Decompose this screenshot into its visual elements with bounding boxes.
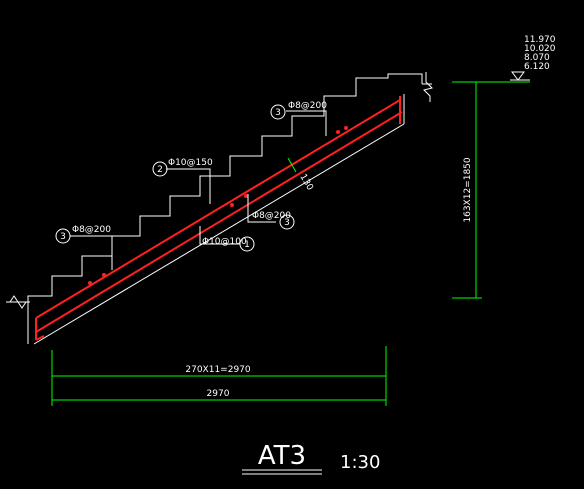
rebar-dot — [230, 203, 234, 207]
break-symbol-top — [423, 72, 433, 102]
callout-circle-2 — [152, 161, 168, 177]
rebar-group — [35, 96, 403, 341]
rebar-dots — [88, 126, 348, 285]
callout-circle-1 — [270, 104, 286, 120]
rebar-dot — [244, 194, 248, 198]
thickness-dim-label: 130 — [297, 173, 314, 193]
callout-circles — [55, 104, 295, 252]
thickness-dim — [287, 157, 297, 173]
rebar-dot — [102, 273, 106, 277]
callout-label: Φ10@100 — [202, 237, 247, 247]
callout-label: Φ8@200 — [72, 225, 111, 235]
vertical-dim-label: 163X12=1850 — [463, 157, 473, 223]
callout-labels: Φ8@200 Φ10@150 Φ8@200 Φ8@200 Φ10@100 — [72, 101, 327, 247]
rebar-dot — [336, 130, 340, 134]
callout-leaders — [70, 110, 327, 270]
stair-step-outline — [27, 73, 423, 302]
elevation-labels: 11.970 10.020 8.070 6.120 — [524, 35, 556, 72]
callout-num: 1 — [244, 240, 250, 250]
rebar-top-bar — [35, 99, 401, 319]
drawing-title: AT3 — [258, 441, 306, 471]
callout-num: 3 — [284, 218, 290, 228]
slab-soffit-line — [33, 123, 405, 345]
elevation-label: 8.070 — [524, 53, 550, 63]
vertical-dim — [452, 81, 530, 299]
callout-circle-3 — [55, 228, 71, 244]
callout-label: Φ8@200 — [252, 211, 291, 221]
horizontal-total-label: 2970 — [207, 389, 230, 399]
elevation-label: 10.020 — [524, 44, 556, 54]
rebar-dot — [344, 126, 348, 130]
elevation-label: 11.970 — [524, 35, 556, 45]
elevation-marker — [510, 71, 530, 81]
drawing-scale: 1:30 — [340, 452, 380, 473]
rebar-dot — [88, 281, 92, 285]
callout-label: Φ8@200 — [288, 101, 327, 111]
callout-num: 3 — [60, 232, 66, 242]
callout-label: Φ10@150 — [168, 158, 213, 168]
callout-num: 2 — [157, 165, 163, 175]
elevation-label: 6.120 — [524, 62, 550, 72]
rebar-bottom-bar — [35, 111, 403, 333]
callout-numbers: 3 2 3 3 1 — [60, 108, 290, 250]
callout-circle-5 — [239, 236, 255, 252]
callout-num: 3 — [275, 108, 281, 118]
horizontal-steps-label: 270X11=2970 — [185, 365, 251, 375]
rebar-end-bottom — [35, 335, 45, 341]
callout-circle-4 — [279, 214, 295, 230]
horizontal-dims — [51, 346, 387, 406]
